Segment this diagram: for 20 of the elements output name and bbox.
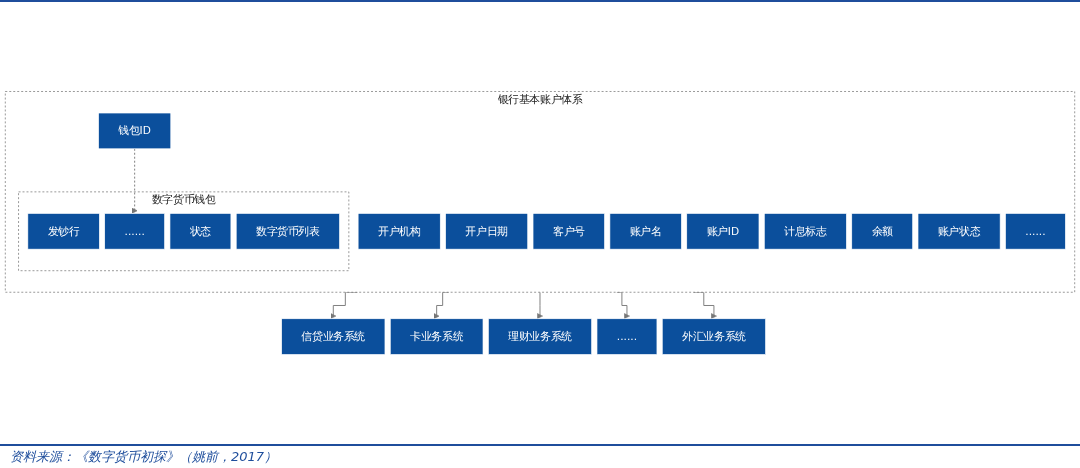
node-box: ...... — [104, 213, 165, 250]
node-box: 状态 — [169, 213, 232, 250]
node-box: 外汇业务系统 — [661, 318, 766, 355]
node-box: 账户名 — [609, 213, 682, 250]
node-box: ...... — [1005, 213, 1066, 250]
node-box: 账户状态 — [917, 213, 1001, 250]
node-box: 余额 — [851, 213, 914, 250]
node-box: 计息标志 — [763, 213, 847, 250]
node-box: 开户机构 — [357, 213, 441, 250]
node-box: 理财业务系统 — [488, 318, 592, 355]
node-box: 开户日期 — [445, 213, 529, 250]
node-box: 客户号 — [532, 213, 605, 250]
node-box: 账户ID — [686, 213, 760, 250]
node-box: ...... — [596, 318, 658, 355]
caption: 资料来源：《数字货币初探》（姚前，2017） — [0, 444, 1080, 468]
node-box: 数字货币列表 — [235, 213, 340, 250]
node-box: 卡业务系统 — [389, 318, 484, 355]
node-box: 信贷业务系统 — [281, 318, 386, 355]
node-box: 钱包ID — [98, 112, 172, 150]
node-box: 发钞行 — [27, 213, 100, 250]
